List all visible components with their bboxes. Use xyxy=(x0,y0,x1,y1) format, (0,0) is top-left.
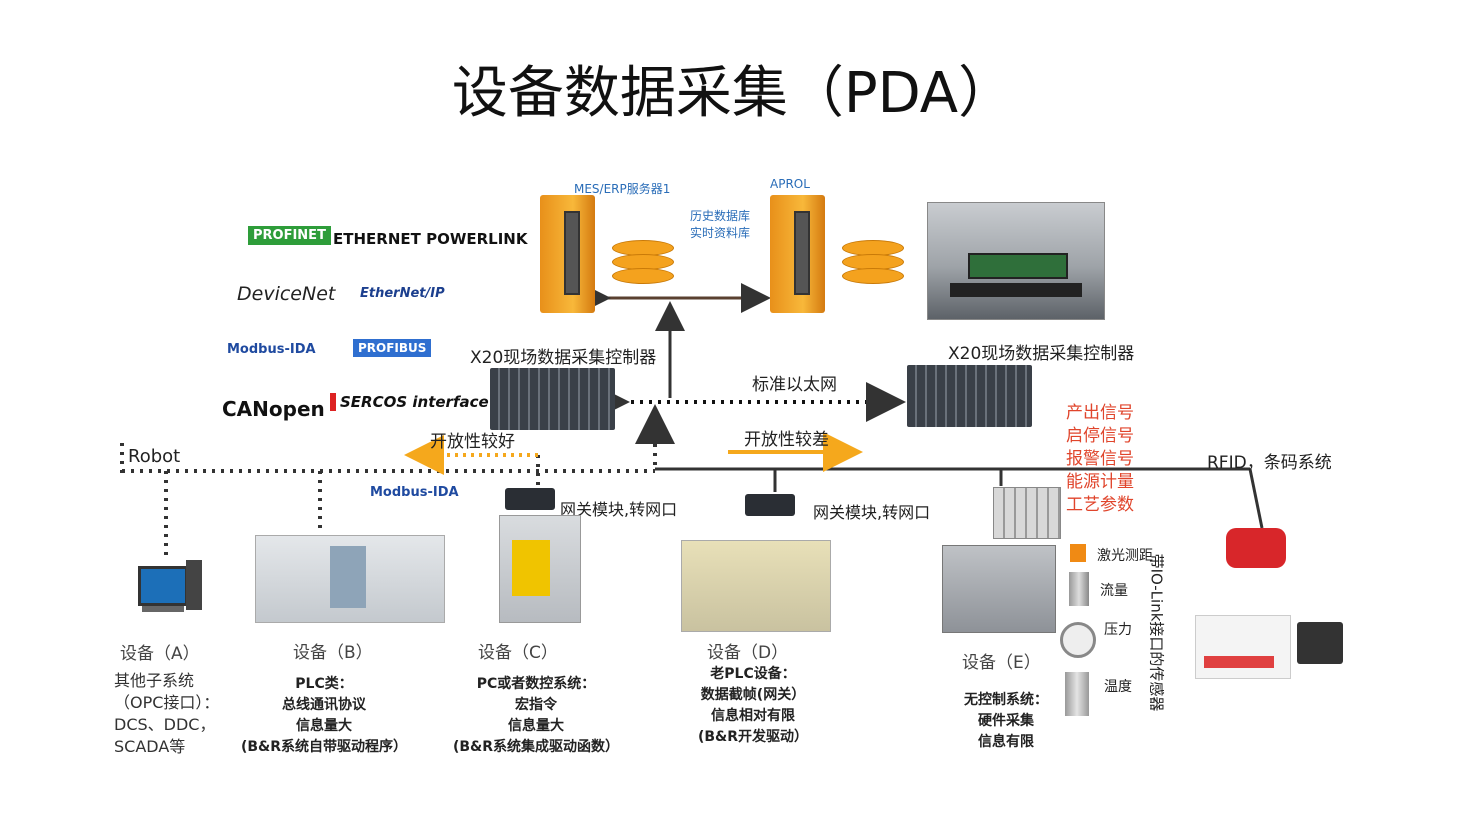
desc-line: (B&R系统集成驱动函数） xyxy=(452,739,620,755)
ethernetip-logo: EtherNet/IP xyxy=(360,286,445,301)
rfid-scanner-image xyxy=(1226,528,1286,568)
machine-d-image xyxy=(681,540,831,632)
powerlink-logo: ETHERNET POWERLINK xyxy=(333,230,528,248)
device-d-description: 老PLC设备： 数据截帧(网关） 信息相对有限 (B&R开发驱动） xyxy=(670,664,836,748)
ethernet-label: 标准以太网 xyxy=(752,375,837,395)
pc-workstation-image xyxy=(138,560,204,616)
mes-server-label: MES/ERP服务器1 xyxy=(574,182,671,196)
desc-line: PC或者数控系统： xyxy=(476,676,596,692)
machine-b-image xyxy=(255,535,445,623)
openness-poor-label: 开放性较差 xyxy=(744,430,829,450)
signal-item: 产出信号 xyxy=(1066,403,1134,423)
page-title: 设备数据采集（PDA） xyxy=(451,61,1015,126)
signal-item: 启停信号 xyxy=(1066,426,1134,446)
rfid-label: RFID，条码系统 xyxy=(1207,453,1332,473)
desc-line: 信息量大 xyxy=(508,718,564,734)
device-b-label: 设备（B） xyxy=(293,643,373,663)
gateway-label-d: 网关模块,转网口 xyxy=(813,503,931,522)
gateway-icon xyxy=(505,488,555,510)
signal-item: 能源计量 xyxy=(1066,472,1134,492)
sensor-label-flow: 流量 xyxy=(1100,583,1128,599)
modbus-ida-logo-bottom: Modbus-IDA xyxy=(370,485,459,500)
sensor-label-pressure: 压力 xyxy=(1104,622,1132,638)
sensor-label-temperature: 温度 xyxy=(1104,679,1132,695)
flow-sensor-icon xyxy=(1069,572,1089,606)
realtime-db-label: 实时资料库 xyxy=(690,226,751,240)
openness-good-label: 开放性较好 xyxy=(430,432,515,452)
modbus-ida-logo: Modbus-IDA xyxy=(227,342,316,357)
profibus-logo: PROFIBUS xyxy=(353,339,432,357)
iolink-sensor-label: 带IO-Link接口的传感器 xyxy=(1147,553,1166,712)
aprol-server-icon xyxy=(770,195,825,313)
canopen-logo: CANopen xyxy=(222,397,325,421)
gateway-label-c: 网关模块,转网口 xyxy=(560,500,678,519)
device-e-label: 设备（E） xyxy=(962,653,1041,673)
desc-line: 老PLC设备： xyxy=(710,666,796,682)
left-controller-label: X20现场数据采集控制器 xyxy=(470,348,657,368)
desc-line: PLC类： xyxy=(295,676,353,692)
history-db-label: 历史数据库 xyxy=(690,209,751,223)
io-module-icon xyxy=(993,487,1061,539)
x20-controller-left-icon xyxy=(490,368,615,430)
database-icon xyxy=(612,240,674,284)
device-e-description: 无控制系统： 硬件采集 信息有限 xyxy=(942,690,1070,753)
desc-line: 无控制系统： xyxy=(964,692,1048,708)
barcode-document-image xyxy=(1195,615,1291,679)
desc-line: 总线通讯协议 xyxy=(282,697,366,713)
printer-image xyxy=(1297,622,1343,664)
temperature-sensor-icon xyxy=(1065,672,1089,716)
desc-line: (B&R开发驱动） xyxy=(697,729,809,745)
desc-line: 信息相对有限 xyxy=(711,708,795,724)
desc-line: 信息量大 xyxy=(296,718,352,734)
sercos-logo: SERCOS interface xyxy=(330,393,489,411)
desc-line: 硬件采集 xyxy=(978,713,1034,729)
desc-line: 信息有限 xyxy=(978,734,1034,750)
gateway-icon xyxy=(745,494,795,516)
desc-line: (B&R系统自带驱动程序） xyxy=(240,739,408,755)
device-a-label: 设备（A） xyxy=(120,644,200,664)
signal-item: 工艺参数 xyxy=(1066,495,1134,515)
aprol-label: APROL xyxy=(770,177,810,191)
sensor-label-laser: 激光测距 xyxy=(1097,548,1153,564)
control-room-image xyxy=(927,202,1105,320)
signal-item: 报警信号 xyxy=(1066,449,1134,469)
desc-line: SCADA等 xyxy=(114,737,186,756)
device-b-description: PLC类： 总线通讯协议 信息量大 (B&R系统自带驱动程序） xyxy=(226,674,422,758)
mes-server-icon xyxy=(540,195,595,313)
cnc-machine-image xyxy=(499,515,581,623)
robot-label: Robot xyxy=(128,446,181,467)
right-controller-label: X20现场数据采集控制器 xyxy=(948,344,1135,364)
desc-line: 其他子系统 xyxy=(114,671,195,690)
desc-line: DCS、DDC， xyxy=(114,715,216,734)
profinet-logo: PROFINET xyxy=(248,226,331,245)
desc-line: 宏指令 xyxy=(515,697,557,713)
device-c-label: 设备（C） xyxy=(478,643,558,663)
device-d-label: 设备（D） xyxy=(707,643,789,663)
laser-sensor-icon xyxy=(1070,544,1086,562)
x20-controller-right-icon xyxy=(907,365,1032,427)
desc-line: 数据截帧(网关） xyxy=(700,687,806,703)
device-c-description: PC或者数控系统： 宏指令 信息量大 (B&R系统集成驱动函数） xyxy=(438,674,634,758)
device-a-description: 其他子系统 （OPC接口）： DCS、DDC， SCADA等 xyxy=(114,670,219,758)
devicenet-logo: DeviceNet xyxy=(237,283,336,305)
pressure-gauge-icon xyxy=(1060,622,1096,658)
machine-e-image xyxy=(942,545,1056,633)
signal-list: 产出信号 启停信号 报警信号 能源计量 工艺参数 xyxy=(1066,402,1134,517)
desc-line: （OPC接口）： xyxy=(114,693,220,712)
database-icon xyxy=(842,240,904,284)
